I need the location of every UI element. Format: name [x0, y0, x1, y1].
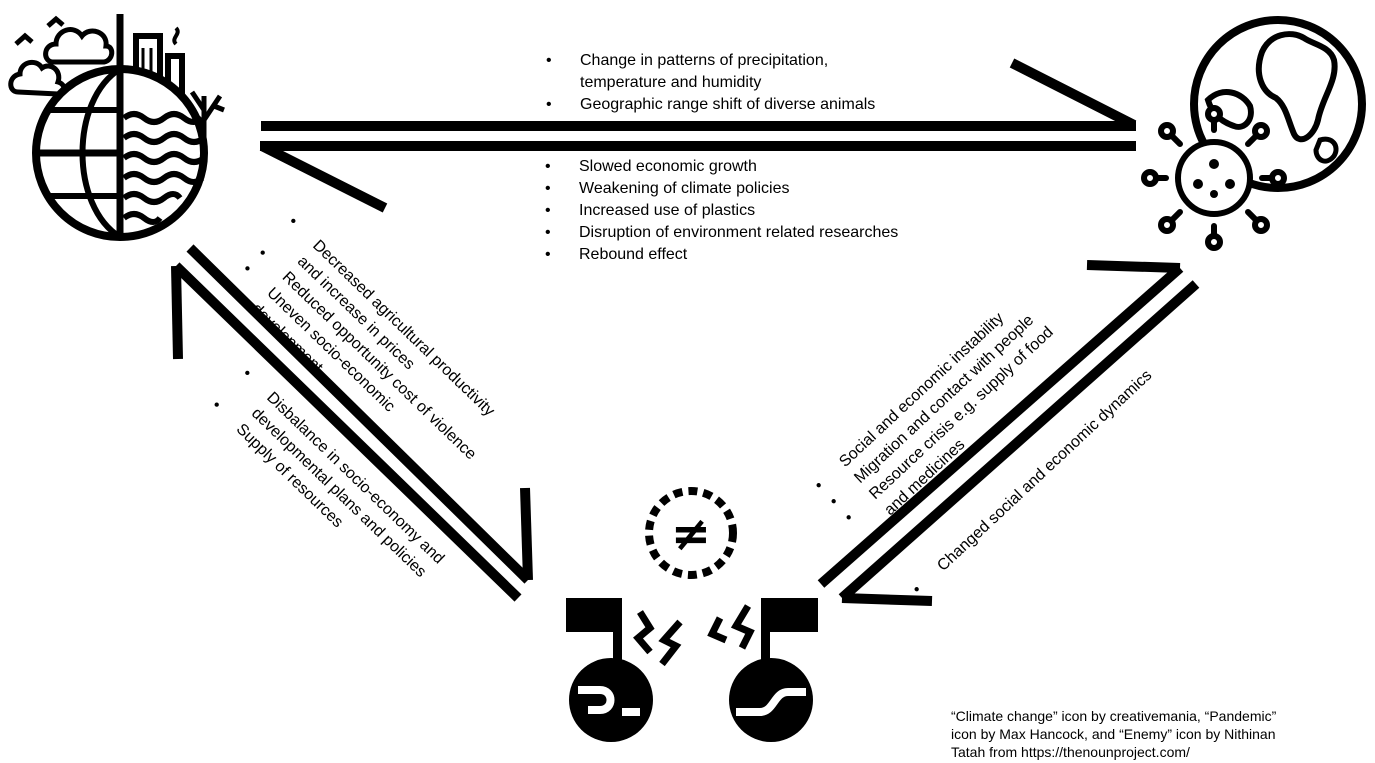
list-item: Geographic range shift of diverse animal…	[546, 94, 886, 116]
icon-credit: “Climate change” icon by creativemania, …	[951, 708, 1277, 760]
top-arrow-upper-text: Change in patterns of precipitation, tem…	[546, 50, 886, 116]
arrow-conflict-to-climate	[171, 262, 522, 602]
list-item: Slowed economic growth	[545, 156, 965, 178]
list-item: Disruption of environment related resear…	[545, 222, 965, 244]
list-item: Change in patterns of precipitation, tem…	[546, 50, 886, 94]
list-item: Increased use of plastics	[545, 200, 965, 222]
pandemic-icon	[1141, 16, 1366, 251]
svg-text:≠: ≠	[671, 506, 711, 562]
top-arrow-lower-text: Slowed economic growth Weakening of clim…	[545, 156, 965, 266]
climate-change-icon	[8, 14, 225, 241]
list-item: Rebound effect	[545, 244, 965, 266]
enemy-icon: ≠	[566, 487, 818, 742]
arrow-conflict-to-pandemic	[838, 280, 1200, 606]
arrow-climate-to-pandemic	[261, 58, 1137, 131]
arrow-pandemic-to-climate	[259, 141, 1136, 213]
list-item: Weakening of climate policies	[545, 178, 965, 200]
